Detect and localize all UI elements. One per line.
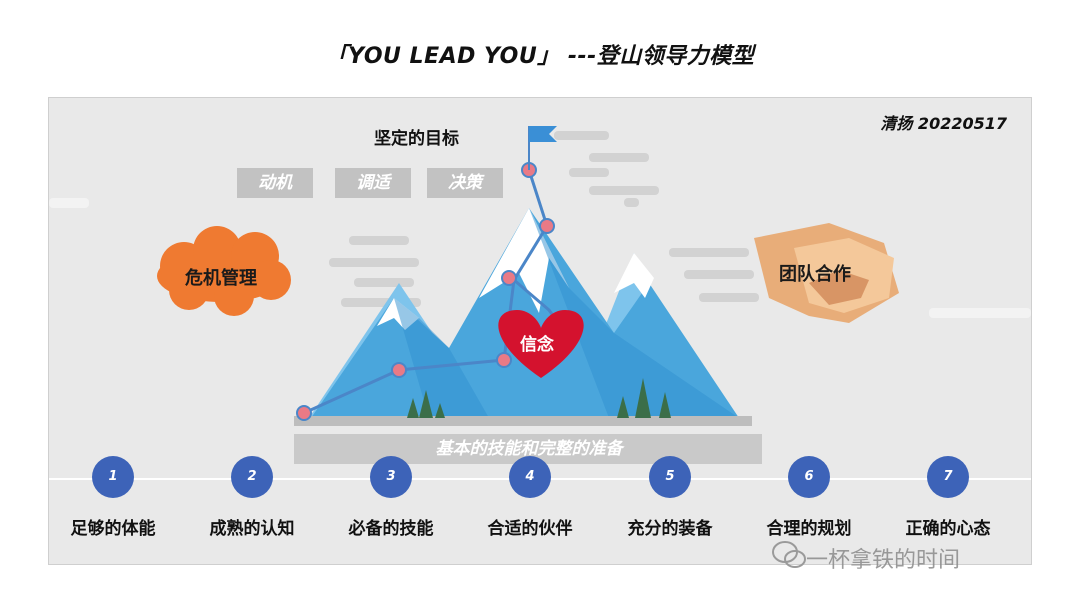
author-date: 清扬 20220517 <box>880 114 1007 133</box>
step-circle: 4 <box>509 456 551 498</box>
trees <box>407 378 671 418</box>
step-6: 6 合理的规划 <box>739 456 879 539</box>
step-circle: 1 <box>92 456 134 498</box>
tag-adjustment: 调适 <box>335 168 411 198</box>
step-5: 5 充分的装备 <box>600 456 740 539</box>
goal-label: 坚定的目标 <box>374 129 459 149</box>
step-4: 4 合适的伙伴 <box>460 456 600 539</box>
team-label: 团队合作 <box>779 264 851 285</box>
step-label: 合适的伙伴 <box>487 519 573 539</box>
step-1: 1 足够的体能 <box>49 456 183 539</box>
step-circle: 3 <box>370 456 412 498</box>
step-label: 充分的装备 <box>627 519 713 539</box>
crisis-cloud <box>157 226 291 316</box>
handshake-icon <box>754 223 899 323</box>
grey-clouds <box>329 131 759 307</box>
flag-icon <box>528 126 557 170</box>
step-circle: 5 <box>649 456 691 498</box>
base-label: 基本的技能和完整的准备 <box>435 439 623 459</box>
crisis-label: 危机管理 <box>185 268 257 289</box>
heart-icon <box>498 310 584 378</box>
belief-label: 信念 <box>520 335 554 355</box>
wechat-icon <box>772 541 806 568</box>
step-label: 足够的体能 <box>70 519 156 539</box>
waypoints <box>296 162 555 421</box>
page-title: 「YOU LEAD YOU」 ---登山领导力模型 <box>325 44 755 69</box>
diagram-panel: 清扬 20220517 坚定的目标 动机 调适 决策 危机管理 团队合作 信念 … <box>48 97 1032 565</box>
step-circle: 6 <box>788 456 830 498</box>
step-3: 3 必备的技能 <box>321 456 461 539</box>
step-circle: 2 <box>231 456 273 498</box>
step-label: 必备的技能 <box>348 519 434 539</box>
tag-motivation: 动机 <box>237 168 313 198</box>
step-7: 7 正确的心态 <box>878 456 1018 539</box>
step-circle: 7 <box>927 456 969 498</box>
watermark: 一杯拿铁的时间 <box>806 548 961 573</box>
step-label: 合理的规划 <box>766 519 852 539</box>
tag-decision: 决策 <box>427 168 503 198</box>
step-2: 2 成熟的认知 <box>182 456 322 539</box>
step-label: 成熟的认知 <box>209 519 295 539</box>
mountain-illustration <box>49 126 1031 464</box>
step-label: 正确的心态 <box>905 519 991 539</box>
